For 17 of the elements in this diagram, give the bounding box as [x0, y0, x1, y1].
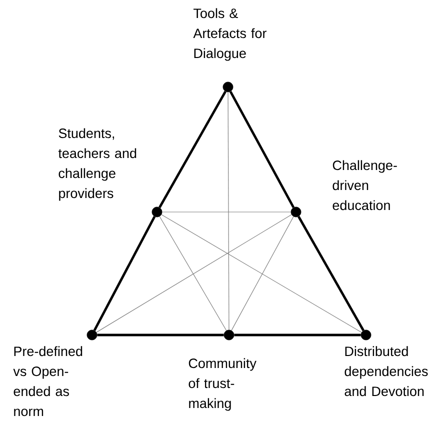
line — [231, 216, 294, 331]
node-label: Tools & Artefacts for Dialogue — [193, 8, 266, 61]
line — [93, 216, 156, 331]
node-label: Students, teachers and challenge providers — [58, 128, 136, 201]
line — [228, 92, 230, 330]
line — [229, 90, 295, 208]
line — [96, 214, 292, 333]
node-label: Distributed dependencies and Devotion — [344, 346, 428, 396]
line — [161, 214, 362, 333]
line — [158, 90, 226, 208]
line — [97, 334, 224, 336]
node-label: Pre-defined vs Open-ended as norm — [13, 346, 82, 416]
node-label: Community of trust-making — [188, 358, 256, 411]
line — [298, 216, 364, 332]
line — [234, 334, 361, 336]
line — [159, 216, 227, 331]
node-label: Challenge-driven education — [332, 160, 397, 210]
